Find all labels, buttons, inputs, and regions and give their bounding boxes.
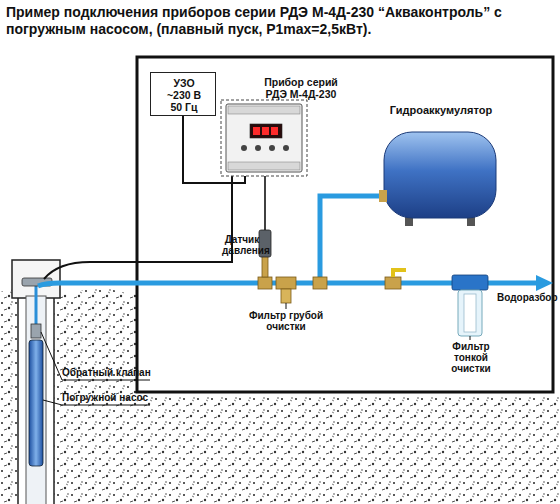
riser-pipe bbox=[35, 286, 38, 326]
tank-pipe bbox=[320, 196, 386, 283]
device-terminals-top bbox=[228, 106, 300, 114]
tank-tee bbox=[313, 277, 327, 289]
leader-line bbox=[470, 336, 471, 340]
part-label: Фильтр тонкой очистки bbox=[436, 341, 506, 374]
controller-device: Прибор серий РДЭ М-4Д-230 bbox=[221, 76, 345, 176]
sensor-tee bbox=[258, 277, 272, 289]
node-label: Прибор серий РДЭ М-4Д-230 bbox=[257, 76, 345, 100]
ball-valve bbox=[385, 277, 401, 289]
fine-filter-cartridge bbox=[464, 294, 476, 332]
device-terminals-bottom bbox=[228, 162, 300, 170]
check-valve bbox=[31, 324, 41, 338]
part-label: Датчик давления bbox=[222, 234, 262, 256]
coarse-filter-bowl bbox=[281, 289, 291, 303]
sensor-stem bbox=[262, 256, 268, 277]
display-segment bbox=[271, 127, 278, 135]
well-shaft bbox=[18, 296, 54, 504]
node-label: УЗО ~230 В 50 Гц bbox=[161, 77, 207, 113]
leader-line bbox=[286, 303, 287, 309]
device-button bbox=[269, 145, 275, 151]
part-label: Фильтр грубой очистки bbox=[246, 310, 326, 332]
diagram-title: Пример подключения приборов серии РДЭ М-… bbox=[6, 4, 558, 38]
device-display bbox=[250, 124, 282, 138]
display-segment bbox=[262, 127, 269, 135]
node-label: Гидроаккумулятор bbox=[378, 104, 504, 117]
tank-port bbox=[379, 190, 387, 202]
cable-line bbox=[183, 116, 245, 183]
rcd-box: УЗО ~230 В 50 Гц bbox=[150, 72, 216, 116]
pump-cable bbox=[44, 176, 232, 279]
part-label: Обратный клапан bbox=[62, 367, 154, 378]
fine-filter-bowl bbox=[458, 290, 482, 336]
part-label: Погружной насос bbox=[62, 392, 154, 403]
device-body bbox=[226, 104, 302, 172]
submersible-pump bbox=[29, 340, 43, 466]
part-label: Водоразбор bbox=[497, 292, 559, 303]
flow-arrow bbox=[536, 275, 553, 291]
house-outline bbox=[137, 57, 553, 392]
tank-body bbox=[384, 132, 496, 218]
coarse-filter bbox=[276, 277, 296, 289]
pressure-tank: Гидроаккумулятор bbox=[378, 104, 504, 228]
device-button bbox=[255, 145, 261, 151]
power-cable bbox=[183, 116, 245, 183]
sensor-cable bbox=[264, 176, 266, 230]
device-button bbox=[283, 145, 289, 151]
fine-filter-head bbox=[452, 275, 488, 290]
device-button bbox=[241, 145, 247, 151]
device-outline bbox=[221, 100, 307, 176]
ground bbox=[0, 288, 560, 504]
valve-handle bbox=[393, 270, 406, 277]
display-segment bbox=[253, 127, 260, 135]
